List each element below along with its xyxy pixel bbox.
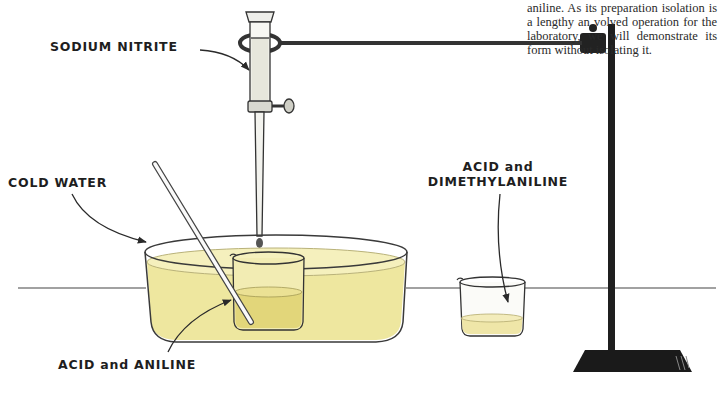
page-text: aniline. As its preparation isolation is…	[527, 1, 717, 57]
leader-lines	[72, 50, 508, 352]
water-trough	[145, 235, 407, 342]
callout-label: ACID and ANILINE	[58, 357, 196, 372]
callout-label: COLD WATER	[8, 175, 107, 190]
stirring-rod	[155, 164, 251, 322]
beaker-in-water	[230, 252, 304, 330]
small-beaker	[457, 277, 525, 336]
callout-label: ACID and DIMETHYLANILINE	[418, 159, 578, 189]
callout-label: SODIUM NITRITE	[50, 39, 178, 54]
burette	[246, 12, 294, 248]
